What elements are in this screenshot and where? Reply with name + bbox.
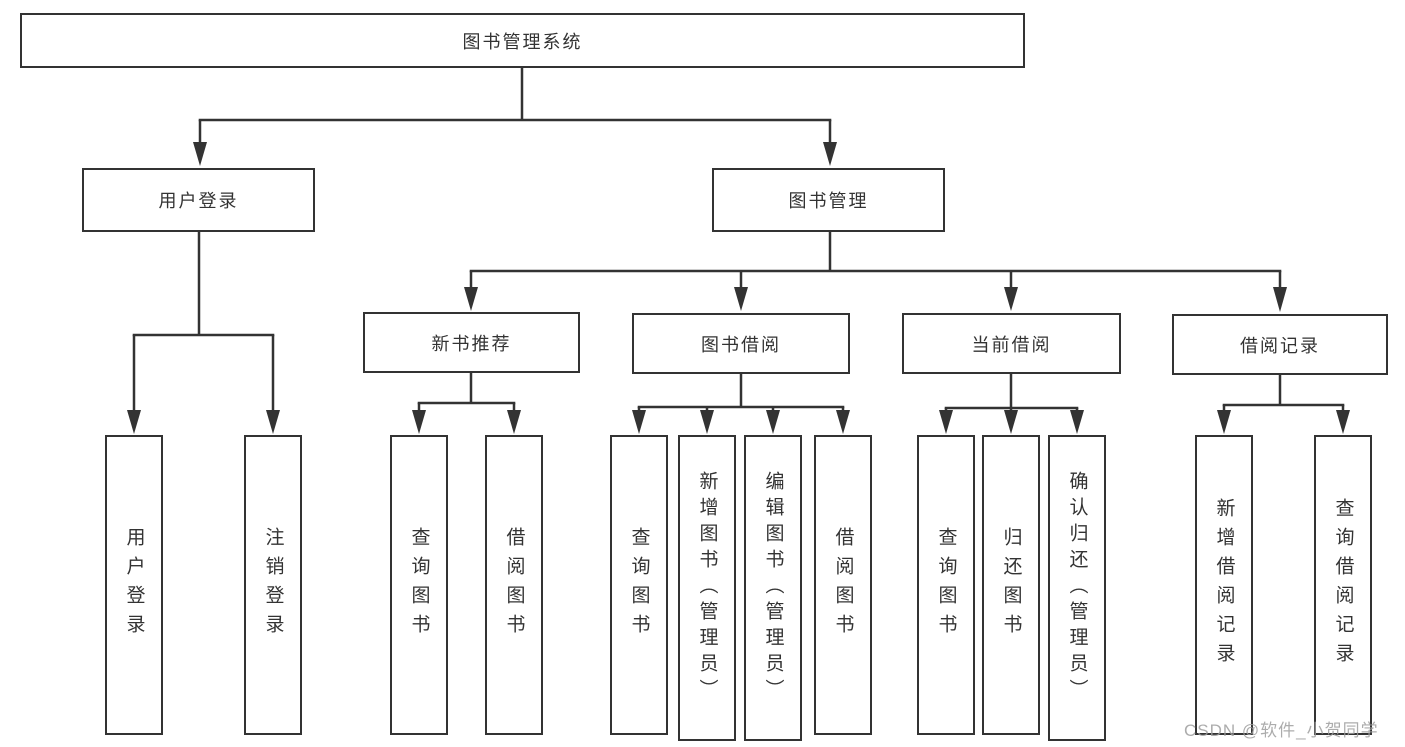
leaf-confirm-return-admin: 确认归还（管理员） <box>1048 435 1106 741</box>
leaf-edit-book-admin-label: 编辑图书（管理员） <box>762 471 784 705</box>
node-book-borrow-label: 图书借阅 <box>701 334 781 355</box>
leaf-return-book-label: 归还图书 <box>1000 527 1022 643</box>
leaf-user-login-label: 用户登录 <box>123 527 145 643</box>
leaf-add-book-admin: 新增图书（管理员） <box>678 435 736 741</box>
node-current-borrow-label: 当前借阅 <box>971 334 1052 355</box>
node-current-borrow: 当前借阅 <box>902 313 1121 374</box>
leaf-logout: 注销登录 <box>244 435 302 735</box>
leaf-add-borrow-record: 新增借阅记录 <box>1195 435 1253 735</box>
leaf-query-books-2-label: 查询图书 <box>628 527 650 643</box>
leaf-confirm-return-admin-label: 确认归还（管理员） <box>1066 471 1088 705</box>
leaf-query-books-1-label: 查询图书 <box>408 527 430 643</box>
leaf-query-borrow-record-label: 查询借阅记录 <box>1332 498 1354 672</box>
node-new-book-recommend-label: 新书推荐 <box>431 333 512 354</box>
node-user-login: 用户登录 <box>82 168 315 232</box>
leaf-add-book-admin-label: 新增图书（管理员） <box>696 471 718 705</box>
leaf-borrow-books-1-label: 借阅图书 <box>503 527 525 643</box>
node-root: 图书管理系统 <box>20 13 1025 68</box>
arrowhead-icons <box>127 142 1350 434</box>
leaf-borrow-books-1: 借阅图书 <box>485 435 543 735</box>
leaf-edit-book-admin: 编辑图书（管理员） <box>744 435 802 741</box>
leaf-query-books-3: 查询图书 <box>917 435 975 735</box>
node-book-management: 图书管理 <box>712 168 945 232</box>
node-book-borrow: 图书借阅 <box>632 313 850 374</box>
node-root-label: 图书管理系统 <box>462 31 583 52</box>
node-new-book-recommend: 新书推荐 <box>363 312 580 373</box>
leaf-add-borrow-record-label: 新增借阅记录 <box>1213 498 1235 672</box>
leaf-user-login: 用户登录 <box>105 435 163 735</box>
csdn-watermark: CSDN @软件_小贺同学 <box>1184 721 1379 740</box>
leaf-borrow-books-2-label: 借阅图书 <box>832 527 854 643</box>
leaf-query-books-2: 查询图书 <box>610 435 668 735</box>
leaf-query-books-1: 查询图书 <box>390 435 448 735</box>
leaf-return-book: 归还图书 <box>982 435 1040 735</box>
leaf-logout-label: 注销登录 <box>262 527 284 643</box>
node-book-management-label: 图书管理 <box>788 191 869 211</box>
node-user-login-label: 用户登录 <box>158 191 239 211</box>
node-borrow-record: 借阅记录 <box>1172 314 1388 375</box>
leaf-borrow-books-2: 借阅图书 <box>814 435 872 735</box>
leaf-query-books-3-label: 查询图书 <box>935 527 957 643</box>
leaf-query-borrow-record: 查询借阅记录 <box>1314 435 1372 735</box>
node-borrow-record-label: 借阅记录 <box>1240 335 1320 356</box>
